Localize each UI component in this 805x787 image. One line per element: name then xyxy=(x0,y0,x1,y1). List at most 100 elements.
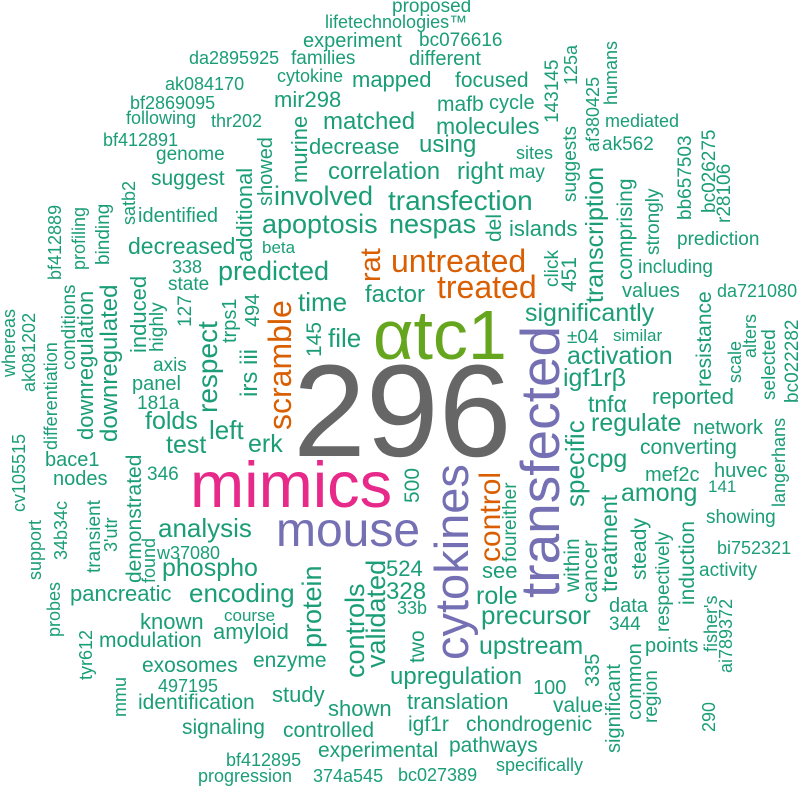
word-cloud-term: using xyxy=(419,130,477,158)
word-cloud-term: enzyme xyxy=(253,648,327,672)
word-cloud-term: activity xyxy=(699,560,758,582)
word-cloud-term: 145 xyxy=(302,321,326,357)
word-cloud-term: decrease xyxy=(309,134,400,160)
word-cloud-term: proposed xyxy=(392,0,472,18)
word-cloud-term: suggest xyxy=(151,166,225,190)
word-cloud-term: 33b xyxy=(397,598,428,618)
word-cloud-term: specific xyxy=(560,420,591,507)
word-cloud-term: bi752321 xyxy=(717,538,792,558)
word-cloud-term: region xyxy=(641,670,663,723)
word-cloud-term: involved xyxy=(274,180,374,211)
word-cloud-term: state xyxy=(168,274,210,296)
word-cloud-term: beta xyxy=(262,237,296,257)
word-cloud-term: showed xyxy=(254,137,277,206)
word-cloud-term: respectively xyxy=(653,531,675,632)
word-cloud-term: experiment xyxy=(303,29,402,52)
word-cloud-term: highly xyxy=(147,302,169,352)
word-cloud-term: cytokine xyxy=(277,66,344,86)
word-cloud-term: different xyxy=(409,47,481,70)
word-cloud-term: erk xyxy=(248,429,283,458)
word-cloud-term: 451 xyxy=(557,256,581,292)
word-cloud-term: cycle xyxy=(489,91,535,114)
word-cloud-term: treatment xyxy=(596,494,623,592)
word-cloud-term: huvec xyxy=(714,459,768,482)
word-cloud-term: 328 xyxy=(386,577,427,605)
word-cloud-term: w37080 xyxy=(157,543,221,563)
word-cloud-term: mapped xyxy=(352,67,432,93)
word-cloud-term: del xyxy=(482,213,506,242)
word-cloud-term: respect xyxy=(191,321,223,413)
word-cloud-term: ak081202 xyxy=(19,312,39,392)
word-cloud-term: downregulation xyxy=(73,290,99,440)
word-cloud-term: cytokines xyxy=(425,464,479,660)
word-cloud-term: igf1rβ xyxy=(563,363,627,392)
word-cloud-term: bf412895 xyxy=(226,750,302,770)
word-cloud-term: downregulated xyxy=(95,284,123,442)
word-cloud-term: exosomes xyxy=(142,653,238,677)
word-cloud-term: comprising xyxy=(613,178,637,280)
word-cloud-term: 497195 xyxy=(158,676,219,696)
word-cloud-term: islands xyxy=(509,216,578,242)
word-cloud-term: thr202 xyxy=(211,111,263,131)
word-cloud-term: satb2 xyxy=(119,180,139,225)
word-cloud-term: bc076616 xyxy=(419,30,503,52)
word-cloud-term: progression xyxy=(198,766,293,786)
word-cloud-term: protein xyxy=(296,565,327,648)
word-cloud-term: similar xyxy=(613,325,663,345)
word-cloud-term: additional xyxy=(232,167,258,262)
word-cloud-term: af380425 xyxy=(583,76,603,152)
word-cloud-term: identified xyxy=(138,204,219,227)
word-cloud-term: nodes xyxy=(53,467,108,490)
word-cloud-term: network xyxy=(693,416,764,439)
word-cloud-term: genome xyxy=(156,144,225,166)
word-cloud-term: value xyxy=(553,693,604,717)
word-cloud-term: differentiation xyxy=(41,342,61,450)
word-cloud-term: significant xyxy=(602,664,625,753)
word-cloud-term: reported xyxy=(652,384,734,410)
word-cloud-term: bc022282 xyxy=(782,319,804,403)
word-cloud-term: treated xyxy=(437,268,537,305)
word-cloud-term: validated xyxy=(360,559,391,668)
word-cloud-term: analysis xyxy=(158,513,252,544)
word-cloud-term: identification xyxy=(138,690,255,714)
word-cloud-term: decreased xyxy=(128,233,236,260)
word-cloud-term: two xyxy=(405,630,429,663)
word-cloud-term: 34b34c xyxy=(51,500,71,560)
word-cloud-term: 344 xyxy=(609,614,641,636)
word-cloud-term: controlled xyxy=(283,718,375,742)
word-cloud-term: file xyxy=(328,323,362,354)
word-cloud-term: bb657503 xyxy=(675,135,697,220)
word-cloud-term: including xyxy=(638,257,713,279)
word-cloud-term: ak562 xyxy=(602,134,654,156)
word-cloud-term: mmu xyxy=(110,677,130,717)
word-cloud-term: tnfα xyxy=(588,391,627,418)
word-cloud-term: axis xyxy=(153,355,187,377)
word-cloud-term: selected xyxy=(759,329,781,400)
word-cloud-term: four xyxy=(500,529,522,562)
word-cloud-term: steady xyxy=(627,518,651,580)
word-cloud-term: mouse xyxy=(276,504,421,558)
word-cloud-term: upstream xyxy=(479,631,584,660)
word-cloud-term: nespas xyxy=(389,208,477,239)
word-cloud-term: pancreatic xyxy=(70,581,172,607)
word-cloud-term: rat xyxy=(355,248,388,282)
word-cloud-term: murine xyxy=(287,115,313,183)
word-cloud-term: showing xyxy=(706,507,776,529)
word-cloud-term: 296 xyxy=(293,337,512,485)
word-cloud-term: phospho xyxy=(162,553,258,582)
word-cloud-term: 338 xyxy=(172,257,203,277)
word-cloud-term: pathways xyxy=(449,733,538,757)
word-cloud-term: suggests xyxy=(560,125,582,202)
word-cloud-term: predicted xyxy=(218,255,330,286)
word-cloud-term: mir298 xyxy=(274,87,342,113)
word-cloud-term: amyloid xyxy=(213,619,289,645)
word-cloud-term: bf412891 xyxy=(103,130,179,150)
word-cloud-term: r28106 xyxy=(714,163,736,223)
word-cloud-term: upregulation xyxy=(390,662,523,690)
word-cloud-term: ±04 xyxy=(567,327,599,349)
word-cloud-term: left xyxy=(209,415,244,446)
word-cloud-term: 143145 xyxy=(542,59,564,123)
word-cloud-term: converting xyxy=(640,435,737,459)
word-cloud-term: significantly xyxy=(525,298,655,327)
word-cloud-term: 374a545 xyxy=(313,766,384,786)
